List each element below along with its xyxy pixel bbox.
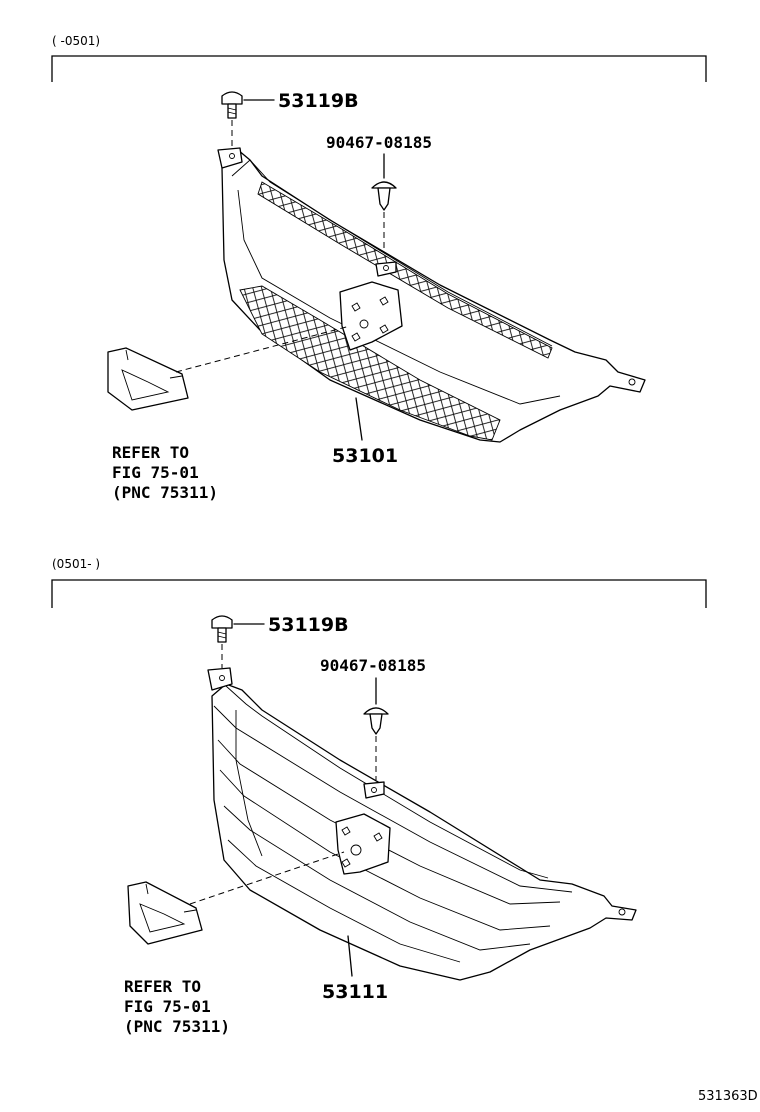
- bottom-grille-part-number: 53111: [322, 981, 388, 1003]
- top-grille-part-number: 53101: [332, 445, 398, 467]
- bottom-grille-53111-drawing: [207, 667, 637, 981]
- top-frame-bracket: [51, 55, 707, 82]
- top-emblem-trim-icon: [107, 347, 189, 411]
- bottom-date-range: (0501- ): [52, 557, 100, 571]
- top-section: ( -0501) 53119B 90467-08185: [51, 34, 707, 502]
- bottom-refer-line-3: (PNC 75311): [124, 1017, 230, 1036]
- diagram-code: 531363D: [698, 1089, 758, 1104]
- bottom-section: (0501- ) 53119B 90467-08185: [51, 557, 707, 1036]
- bottom-refer-line-2: FIG 75-01: [124, 997, 211, 1016]
- top-date-range: ( -0501): [52, 34, 100, 48]
- top-clip-icon: [371, 181, 397, 211]
- top-refer-line-3: (PNC 75311): [112, 483, 218, 502]
- top-bolt-part-number: 53119B: [278, 90, 359, 112]
- top-bolt-icon: [221, 91, 243, 119]
- top-refer-line-1: REFER TO: [112, 443, 189, 462]
- bottom-refer-line-1: REFER TO: [124, 977, 201, 996]
- bottom-bolt-icon: [211, 615, 233, 643]
- top-grille-53101-drawing: [217, 147, 646, 443]
- top-clip-part-number: 90467-08185: [326, 133, 432, 152]
- bottom-bolt-part-number: 53119B: [268, 614, 349, 636]
- bottom-emblem-trim-icon: [127, 881, 203, 945]
- bottom-clip-part-number: 90467-08185: [320, 656, 426, 675]
- bottom-frame-bracket: [51, 579, 707, 608]
- top-refer-line-2: FIG 75-01: [112, 463, 199, 482]
- bottom-clip-icon: [363, 707, 389, 735]
